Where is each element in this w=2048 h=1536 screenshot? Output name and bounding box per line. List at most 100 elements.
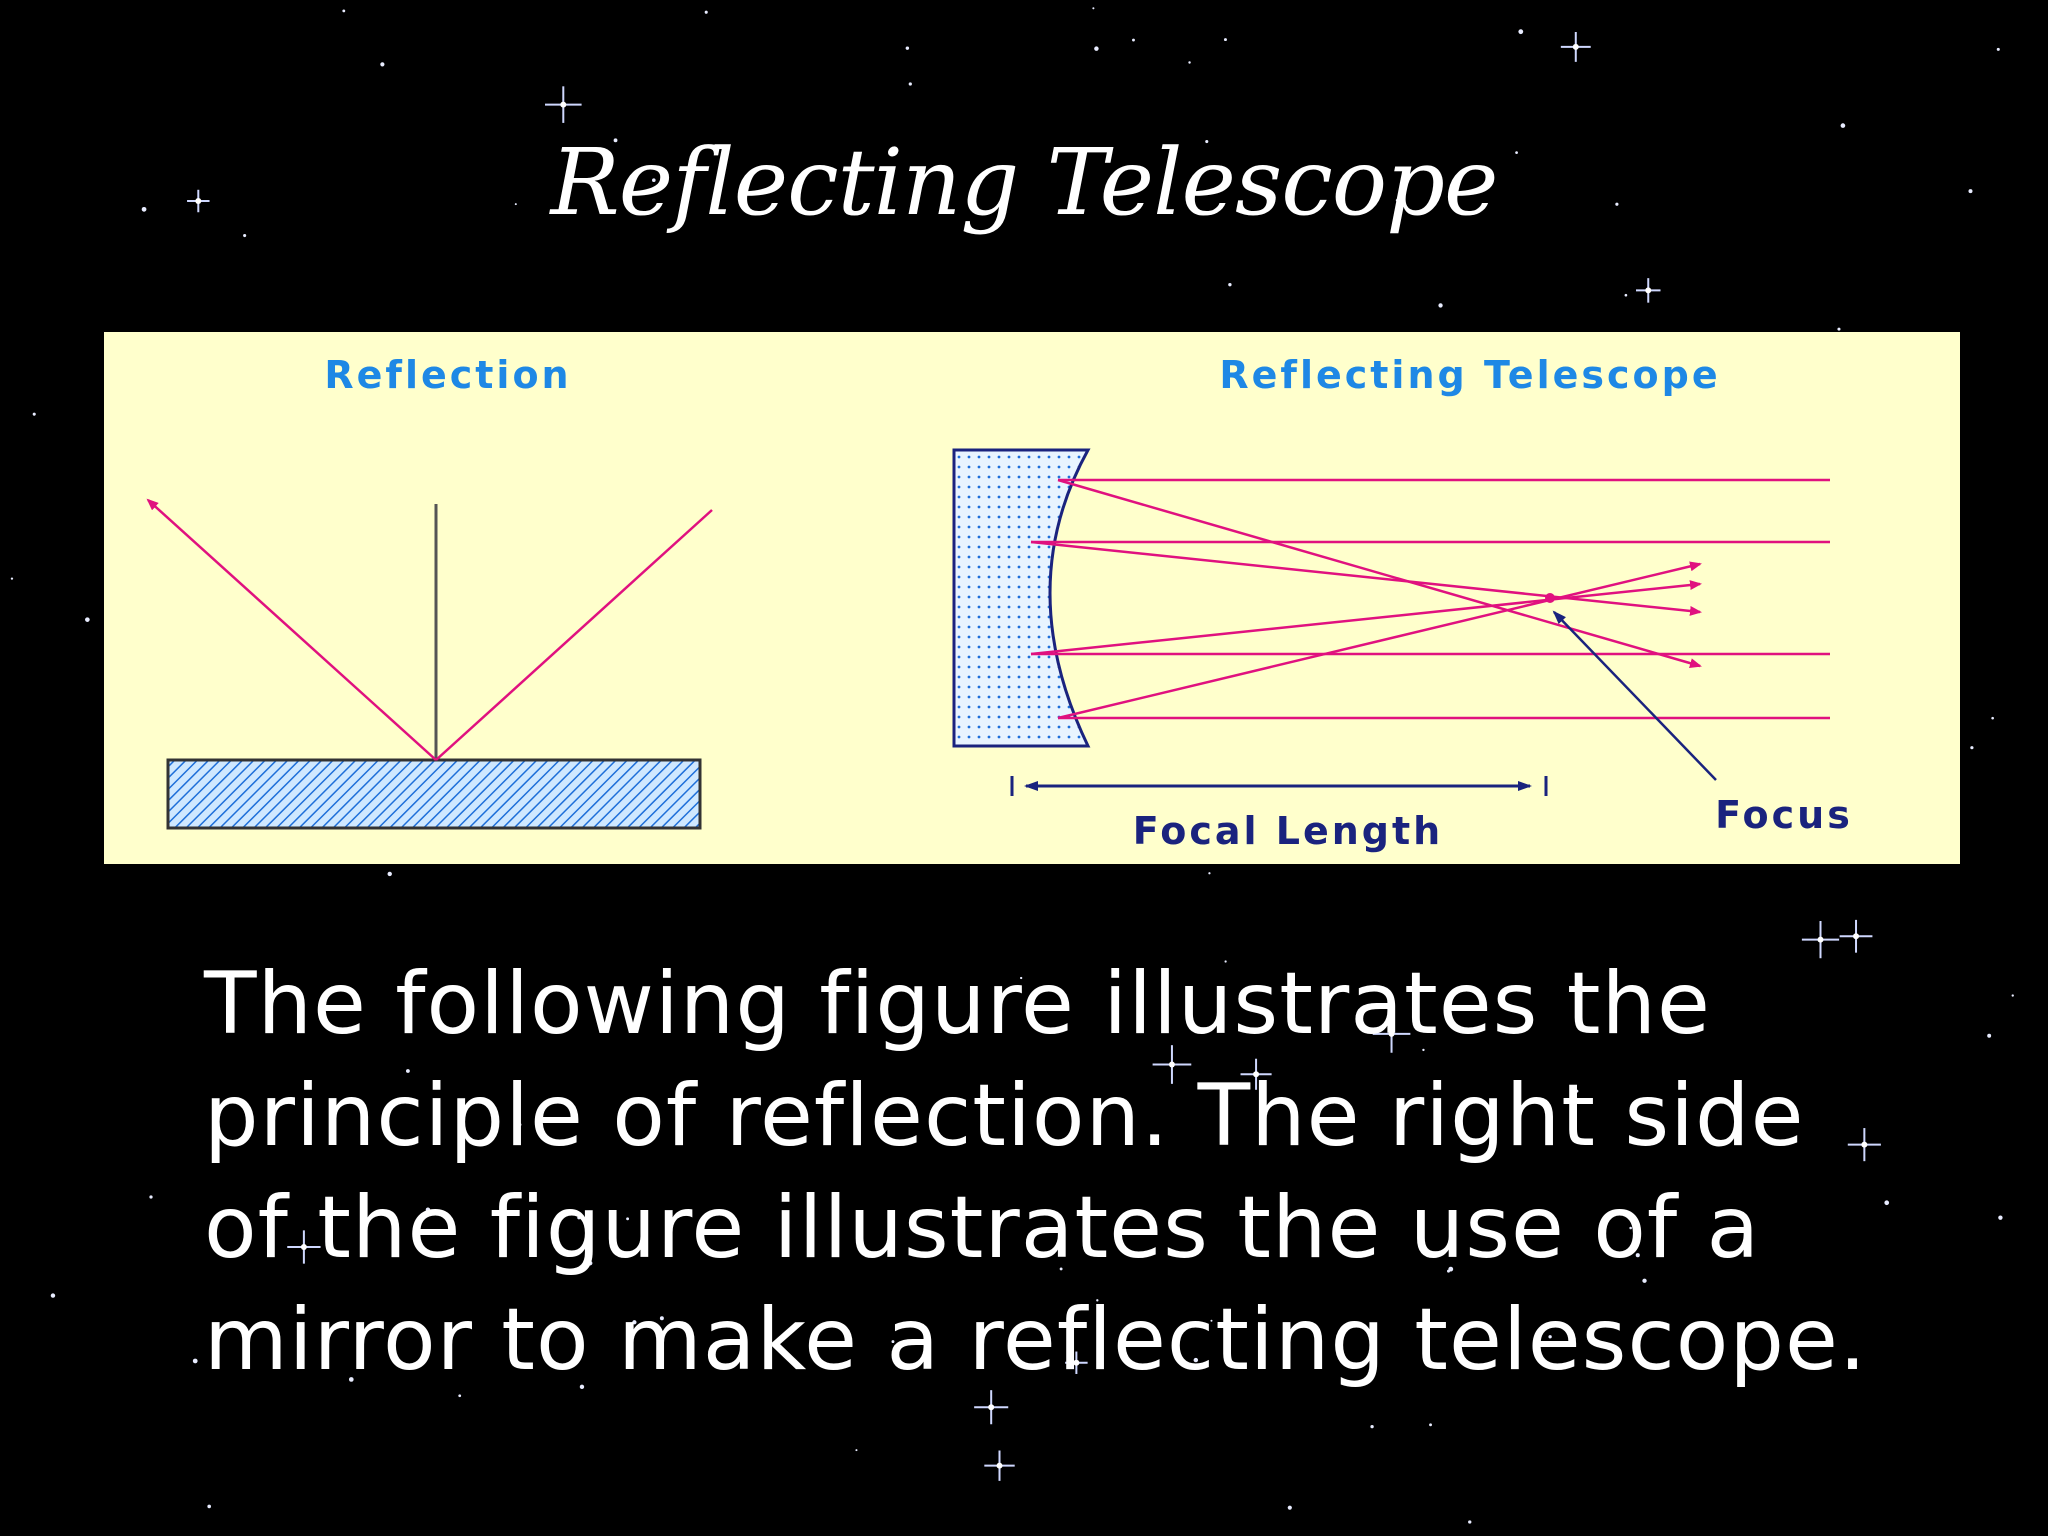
- reflection-heading: Reflection: [324, 353, 571, 397]
- reflected-rays: [1030, 478, 1702, 720]
- star-icon: [1092, 7, 1095, 10]
- star-icon: [1991, 716, 1994, 720]
- star-icon: [1801, 921, 1840, 959]
- star-icon: [1448, 1266, 1454, 1272]
- star-icon: [1205, 139, 1209, 144]
- star-icon: [1395, 198, 1399, 202]
- star-icon: [1468, 1520, 1472, 1524]
- star-icon: [632, 1320, 637, 1325]
- concave-mirror: [952, 448, 1091, 748]
- star-icon: [1560, 31, 1591, 62]
- star-icon: [1635, 278, 1661, 303]
- star-icon: [855, 1449, 858, 1452]
- star-icon: [1096, 1299, 1099, 1302]
- star-icon: [342, 9, 346, 13]
- star-icon: [1615, 202, 1619, 206]
- star-icon: [1987, 1033, 1992, 1038]
- star-icon: [1518, 29, 1524, 35]
- star-icon: [579, 1384, 585, 1390]
- star-icon: [1840, 123, 1846, 128]
- star-icon: [1515, 151, 1518, 155]
- star-icon: [908, 82, 912, 86]
- star-icon: [50, 1293, 56, 1298]
- focus-pointer: [1552, 610, 1717, 781]
- star-icon: [1635, 1253, 1640, 1258]
- incoming-rays: [1031, 478, 1830, 720]
- star-icon: [545, 86, 582, 123]
- star-icon: [1642, 1278, 1647, 1283]
- star-icon: [704, 10, 708, 14]
- star-icon: [1368, 1373, 1373, 1378]
- star-icon: [458, 1394, 462, 1398]
- star-icon: [514, 203, 517, 206]
- caption-text: The following figure illustrates the pri…: [204, 954, 1868, 1390]
- star-icon: [287, 1230, 321, 1264]
- slide-title: Reflecting Telescope: [550, 129, 1499, 236]
- star-icon: [1224, 960, 1227, 963]
- star-icon: [1575, 1089, 1579, 1093]
- star-icon: [905, 46, 910, 50]
- star-icon: [577, 1215, 581, 1220]
- star-icon: [626, 1217, 630, 1221]
- star-icon: [425, 1207, 431, 1212]
- star-icon: [380, 62, 385, 67]
- incident-ray: [435, 509, 713, 761]
- star-icon: [1624, 293, 1628, 297]
- star-icon: [1210, 1319, 1213, 1322]
- star-icon: [1059, 1267, 1063, 1271]
- star-icon: [1998, 1215, 2003, 1220]
- star-icon: [1996, 47, 2000, 51]
- star-icon: [1019, 976, 1023, 980]
- star-icon: [1372, 1015, 1411, 1053]
- star-icon: [1287, 1505, 1292, 1510]
- star-icon: [1228, 282, 1232, 287]
- star-icon: [32, 412, 36, 416]
- star-icon: [1970, 746, 1974, 750]
- star-icon: [1094, 46, 1099, 51]
- telescope-heading: Reflecting Telescope: [1219, 353, 1720, 397]
- star-icon: [2011, 994, 2014, 997]
- star-icon: [85, 617, 90, 622]
- star-icon: [192, 1358, 198, 1364]
- star-icon: [1152, 1045, 1192, 1084]
- star-icon: [207, 1504, 212, 1509]
- star-icon: [1968, 189, 1973, 194]
- star-icon: [405, 1069, 410, 1073]
- star-icon: [1193, 1357, 1199, 1363]
- star-icon: [141, 206, 147, 212]
- reflected-ray: [146, 498, 437, 761]
- star-icon: [1240, 1058, 1272, 1090]
- focal-point: [1545, 593, 1555, 603]
- star-icon: [1884, 1200, 1890, 1206]
- focal-length-label: Focal Length: [1133, 809, 1443, 853]
- star-icon: [587, 1260, 593, 1266]
- star-icon: [1132, 38, 1135, 42]
- star-icon: [1065, 1351, 1088, 1374]
- star-icon: [1837, 327, 1841, 331]
- star-icon: [1188, 61, 1191, 64]
- star-icon: [1548, 1335, 1552, 1339]
- star-icon: [1438, 303, 1443, 308]
- star-icon: [1839, 919, 1873, 953]
- star-icon: [1629, 1226, 1632, 1230]
- reflection-diagram: Reflection Reflecting Telescope: [146, 353, 1853, 853]
- figure-panel: Reflection Reflecting Telescope: [104, 332, 1960, 864]
- star-icon: [149, 1195, 153, 1199]
- star-icon: [984, 1450, 1015, 1481]
- focal-length-dimension: [1010, 776, 1548, 796]
- star-icon: [243, 233, 247, 238]
- star-icon: [517, 1122, 522, 1127]
- star-icon: [187, 189, 210, 213]
- star-icon: [10, 577, 14, 580]
- focus-label: Focus: [1715, 793, 1853, 837]
- star-icon: [1223, 38, 1227, 42]
- star-icon: [974, 1390, 1009, 1425]
- star-icon: [1422, 1048, 1425, 1052]
- star-icon: [1429, 1423, 1432, 1427]
- star-icon: [1370, 1425, 1374, 1429]
- star-icon: [1208, 872, 1211, 875]
- star-icon: [613, 138, 618, 143]
- star-icon: [387, 871, 392, 877]
- flat-mirror: [166, 758, 702, 830]
- star-icon: [348, 1377, 354, 1382]
